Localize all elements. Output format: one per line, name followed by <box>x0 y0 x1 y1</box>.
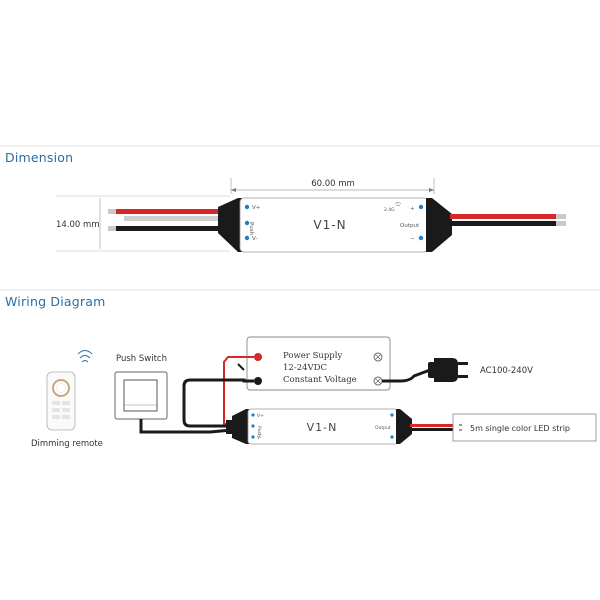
wireless-signal-icon <box>77 350 93 363</box>
led-red-wire <box>410 424 454 427</box>
wiring-term-1: V+ <box>257 413 264 419</box>
right-black-wire <box>450 221 558 226</box>
plus-label: + <box>410 206 415 212</box>
model-label: V1-N <box>313 218 346 232</box>
terminal-vplus <box>244 204 250 210</box>
rf-label: 2.4G <box>384 207 395 213</box>
wiring-controller <box>226 408 412 445</box>
length-label: 60.00 mm <box>311 179 355 189</box>
led-black-wire <box>410 428 454 431</box>
wiring-term-3: V- <box>257 435 262 441</box>
minus-label: − <box>410 236 415 242</box>
push-switch <box>114 371 168 420</box>
remote-label: Dimming remote <box>31 439 103 449</box>
left-end-cap <box>218 198 242 252</box>
output-label: Output <box>400 223 420 229</box>
right-red-wire <box>450 214 558 219</box>
dimension-title: Dimension <box>5 150 74 165</box>
wifi-icon <box>394 202 402 207</box>
wiring-title: Wiring Diagram <box>5 294 106 309</box>
wiring-term-2: Push <box>256 426 262 437</box>
left-grey-wire <box>124 216 228 221</box>
wiring-model-label: V1-N <box>307 421 338 434</box>
ps-line-1: Power Supply <box>283 351 342 361</box>
ps-line-3: Constant Voltage <box>283 375 357 385</box>
ps-black-cable <box>182 378 254 428</box>
height-label: 14.00 mm <box>56 220 100 230</box>
ac-plug-icon <box>428 358 468 382</box>
dimming-remote <box>46 371 76 431</box>
ac-label: AC100-240V <box>480 366 533 376</box>
left-red-wire <box>114 209 226 214</box>
left-term-2: Push <box>248 222 254 236</box>
terminal-vminus <box>244 235 250 241</box>
wiring-drawing: Dimming remote Push Switch <box>31 336 597 449</box>
dimension-drawing: 60.00 mm 14.00 mm V+ Push V- V1-N <box>56 178 566 253</box>
left-term-3: V- <box>252 236 257 242</box>
left-term-1: V+ <box>252 205 261 211</box>
terminal-out-plus <box>418 204 424 210</box>
ac-cable <box>382 368 431 383</box>
power-supply <box>246 336 391 391</box>
wiring-output-label: Output <box>375 425 391 431</box>
switch-label: Push Switch <box>116 354 167 364</box>
led-strip-label: 5m single color LED strip <box>470 424 570 433</box>
terminal-out-minus <box>418 235 424 241</box>
right-end-cap <box>426 198 452 252</box>
switch-cable <box>139 419 233 434</box>
ps-line-2: 12-24VDC <box>283 363 327 373</box>
terminal-push <box>244 220 250 226</box>
left-black-wire <box>114 226 226 231</box>
led-strip <box>452 413 597 442</box>
